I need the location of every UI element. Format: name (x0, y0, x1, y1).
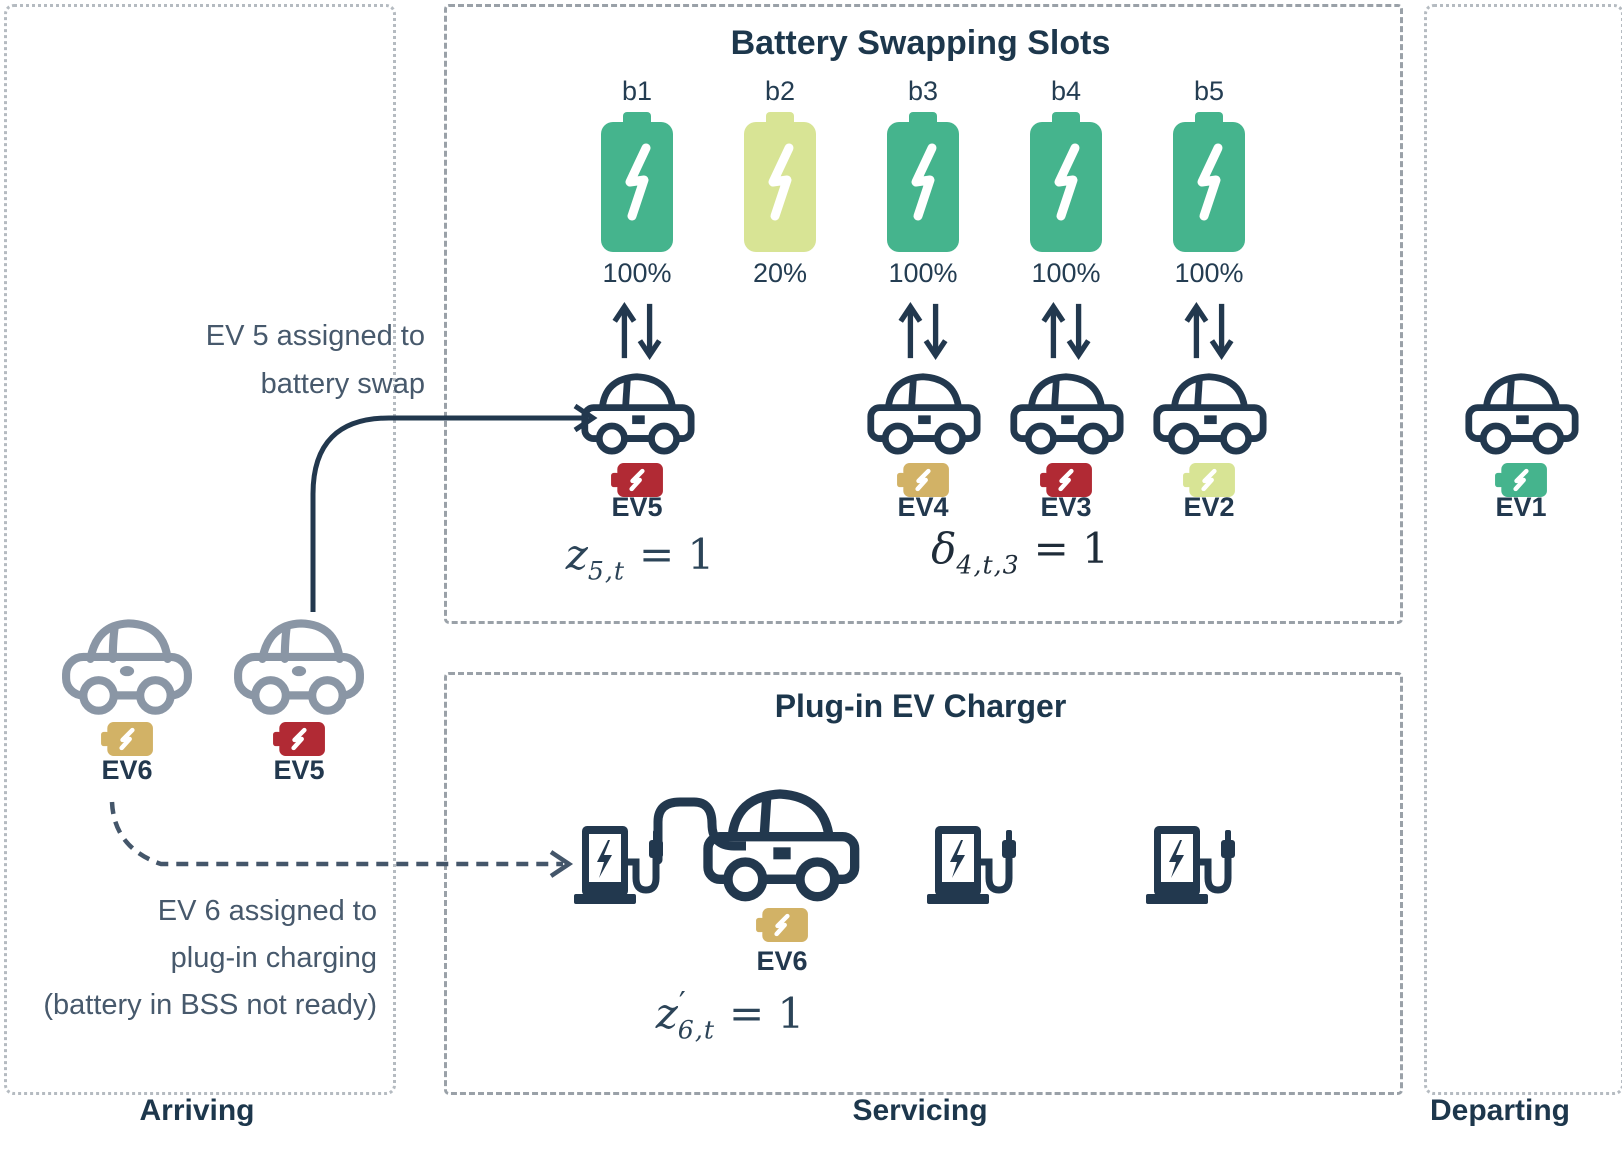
arriving-zone-box (4, 4, 396, 1095)
formula-swap-event: δ4,t,3= 1 (931, 524, 1109, 580)
battery-status-icon (273, 722, 325, 756)
slot-label-b5: b5 (1193, 76, 1225, 106)
note-ev6-assignment: EV 6 assigned to plug-in charging (batte… (40, 888, 377, 1029)
battery-icon (1030, 112, 1102, 252)
note-ev5-assignment: EV 5 assigned to battery swap (118, 312, 425, 408)
charging-station-icon (925, 822, 1017, 904)
swap-arrows-icon (609, 300, 665, 362)
car-icon (232, 610, 366, 718)
swap-arrows-icon (1038, 300, 1094, 362)
plugin-charger-title: Plug-in EV Charger (774, 688, 1067, 724)
car-label-ev6-arriving: EV6 (101, 755, 153, 785)
note-line: EV 5 assigned to (205, 320, 425, 352)
battery-status-icon (101, 722, 153, 756)
charging-cable-icon (653, 797, 746, 865)
slot-label-b1: b1 (621, 76, 653, 106)
bss-title: Battery Swapping Slots (730, 24, 1111, 62)
lane-label-arriving: Arriving (139, 1094, 255, 1127)
car-icon (1463, 365, 1579, 458)
car-icon (1008, 365, 1124, 458)
plugin-charger-zone-box (444, 672, 1403, 1095)
charging-station-icon (1144, 822, 1236, 904)
slot-label-b4: b4 (1050, 76, 1082, 106)
battery-status-icon (756, 908, 808, 942)
slot-soc-b5: 100% (1174, 258, 1244, 288)
departing-zone-box (1424, 4, 1622, 1095)
battery-icon (887, 112, 959, 252)
car-icon (60, 610, 194, 718)
slot-soc-b3: 100% (888, 258, 958, 288)
car-label-ev2: EV2 (1183, 492, 1235, 522)
slot-soc-b1: 100% (602, 258, 672, 288)
car-label-ev6-charging: EV6 (756, 946, 808, 976)
car-icon (700, 778, 860, 906)
car-label-ev3: EV3 (1040, 492, 1092, 522)
note-line: battery swap (260, 368, 425, 400)
swap-arrows-icon (895, 300, 951, 362)
slot-label-b2: b2 (764, 76, 796, 106)
note-line: EV 6 assigned to (157, 895, 377, 927)
battery-icon (601, 112, 673, 252)
battery-icon (1173, 112, 1245, 252)
car-label-ev5: EV5 (611, 492, 663, 522)
dashed-arrow-right-icon (109, 801, 574, 878)
slot-soc-b4: 100% (1031, 258, 1101, 288)
car-icon (1151, 365, 1267, 458)
car-label-ev5-arriving: EV5 (273, 755, 325, 785)
lane-label-servicing: Servicing (852, 1094, 988, 1127)
slot-soc-b2: 20% (752, 258, 808, 288)
car-label-ev4: EV4 (897, 492, 949, 522)
note-line: (battery in BSS not ready) (43, 989, 377, 1021)
battery-swapping-zone-box (444, 4, 1403, 624)
formula-swap-assignment: z5,t= 1 (565, 530, 715, 586)
battery-icon (744, 112, 816, 252)
slot-label-b3: b3 (907, 76, 939, 106)
lane-label-departing: Departing (1429, 1094, 1570, 1127)
car-icon (865, 365, 981, 458)
note-line: plug-in charging (170, 942, 377, 974)
swap-arrows-icon (1181, 300, 1237, 362)
car-label-ev1: EV1 (1495, 492, 1547, 522)
arrow-right-icon (310, 403, 598, 612)
formula-charge-assignment: z′6,t= 1 (655, 986, 805, 1045)
